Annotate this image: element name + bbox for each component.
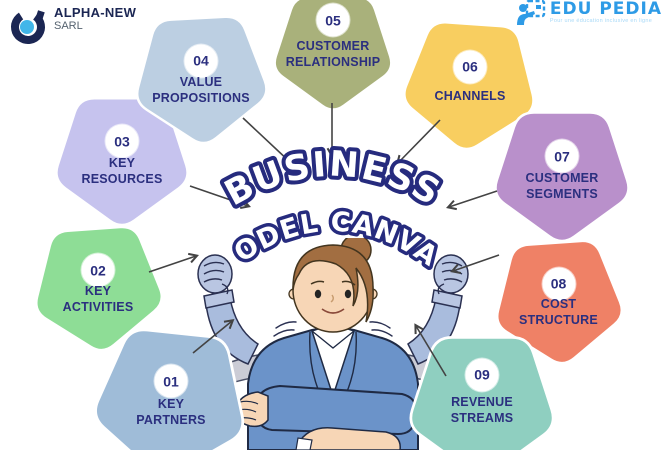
smile <box>321 308 345 314</box>
badge-number: 05 <box>316 3 350 37</box>
pentagon-shape <box>403 21 535 151</box>
title-line-1: BUSINESS <box>214 140 449 218</box>
cuff <box>295 437 313 450</box>
pentagon-shape <box>135 15 268 145</box>
nose <box>330 294 334 303</box>
pentagon-shape <box>35 225 163 352</box>
pentagon-shape <box>273 0 393 111</box>
badge-number: 04 <box>184 44 218 78</box>
forearm-right <box>297 427 401 450</box>
pentagon-shape <box>94 328 245 450</box>
eye-right <box>344 289 352 299</box>
eye-left <box>314 289 322 299</box>
hair <box>292 244 374 323</box>
badge-number: 09 <box>465 358 499 392</box>
arrow-from-key-resources <box>189 185 251 210</box>
svg-text:BUSINESS: BUSINESS <box>218 144 447 214</box>
pentagon-shape <box>55 97 189 227</box>
badge-number: 07 <box>545 139 579 173</box>
badge-label: CHANNELS <box>434 89 506 103</box>
badge-number: 01 <box>154 364 188 398</box>
edupedia-logo: EDU PEDIA Pour une éducation inclusive e… <box>516 0 662 26</box>
alpha-new-name: ALPHA-NEW <box>54 5 137 20</box>
badge-number: 03 <box>105 124 139 158</box>
head <box>288 238 378 333</box>
alpha-new-logo: ALPHA-NEW SARL <box>10 6 136 46</box>
collar <box>311 330 355 349</box>
alpha-new-subname: SARL <box>54 20 83 32</box>
badge-number: 06 <box>453 50 487 84</box>
eyebrows <box>310 280 356 286</box>
edupedia-tagline: Pour une éducation inclusive en ligne <box>549 18 653 24</box>
badge-number: 02 <box>81 253 115 287</box>
badge-number: 08 <box>542 267 575 301</box>
edupedia-name: EDU PEDIA <box>549 0 662 19</box>
motion-lines <box>273 321 393 337</box>
pentagon-shape <box>494 111 630 243</box>
alpha-new-logo-icon <box>11 10 45 44</box>
badge-channels: 06 CHANNELS <box>400 12 540 152</box>
edupedia-logo-icon <box>516 0 546 25</box>
pentagon-shape <box>496 239 623 365</box>
